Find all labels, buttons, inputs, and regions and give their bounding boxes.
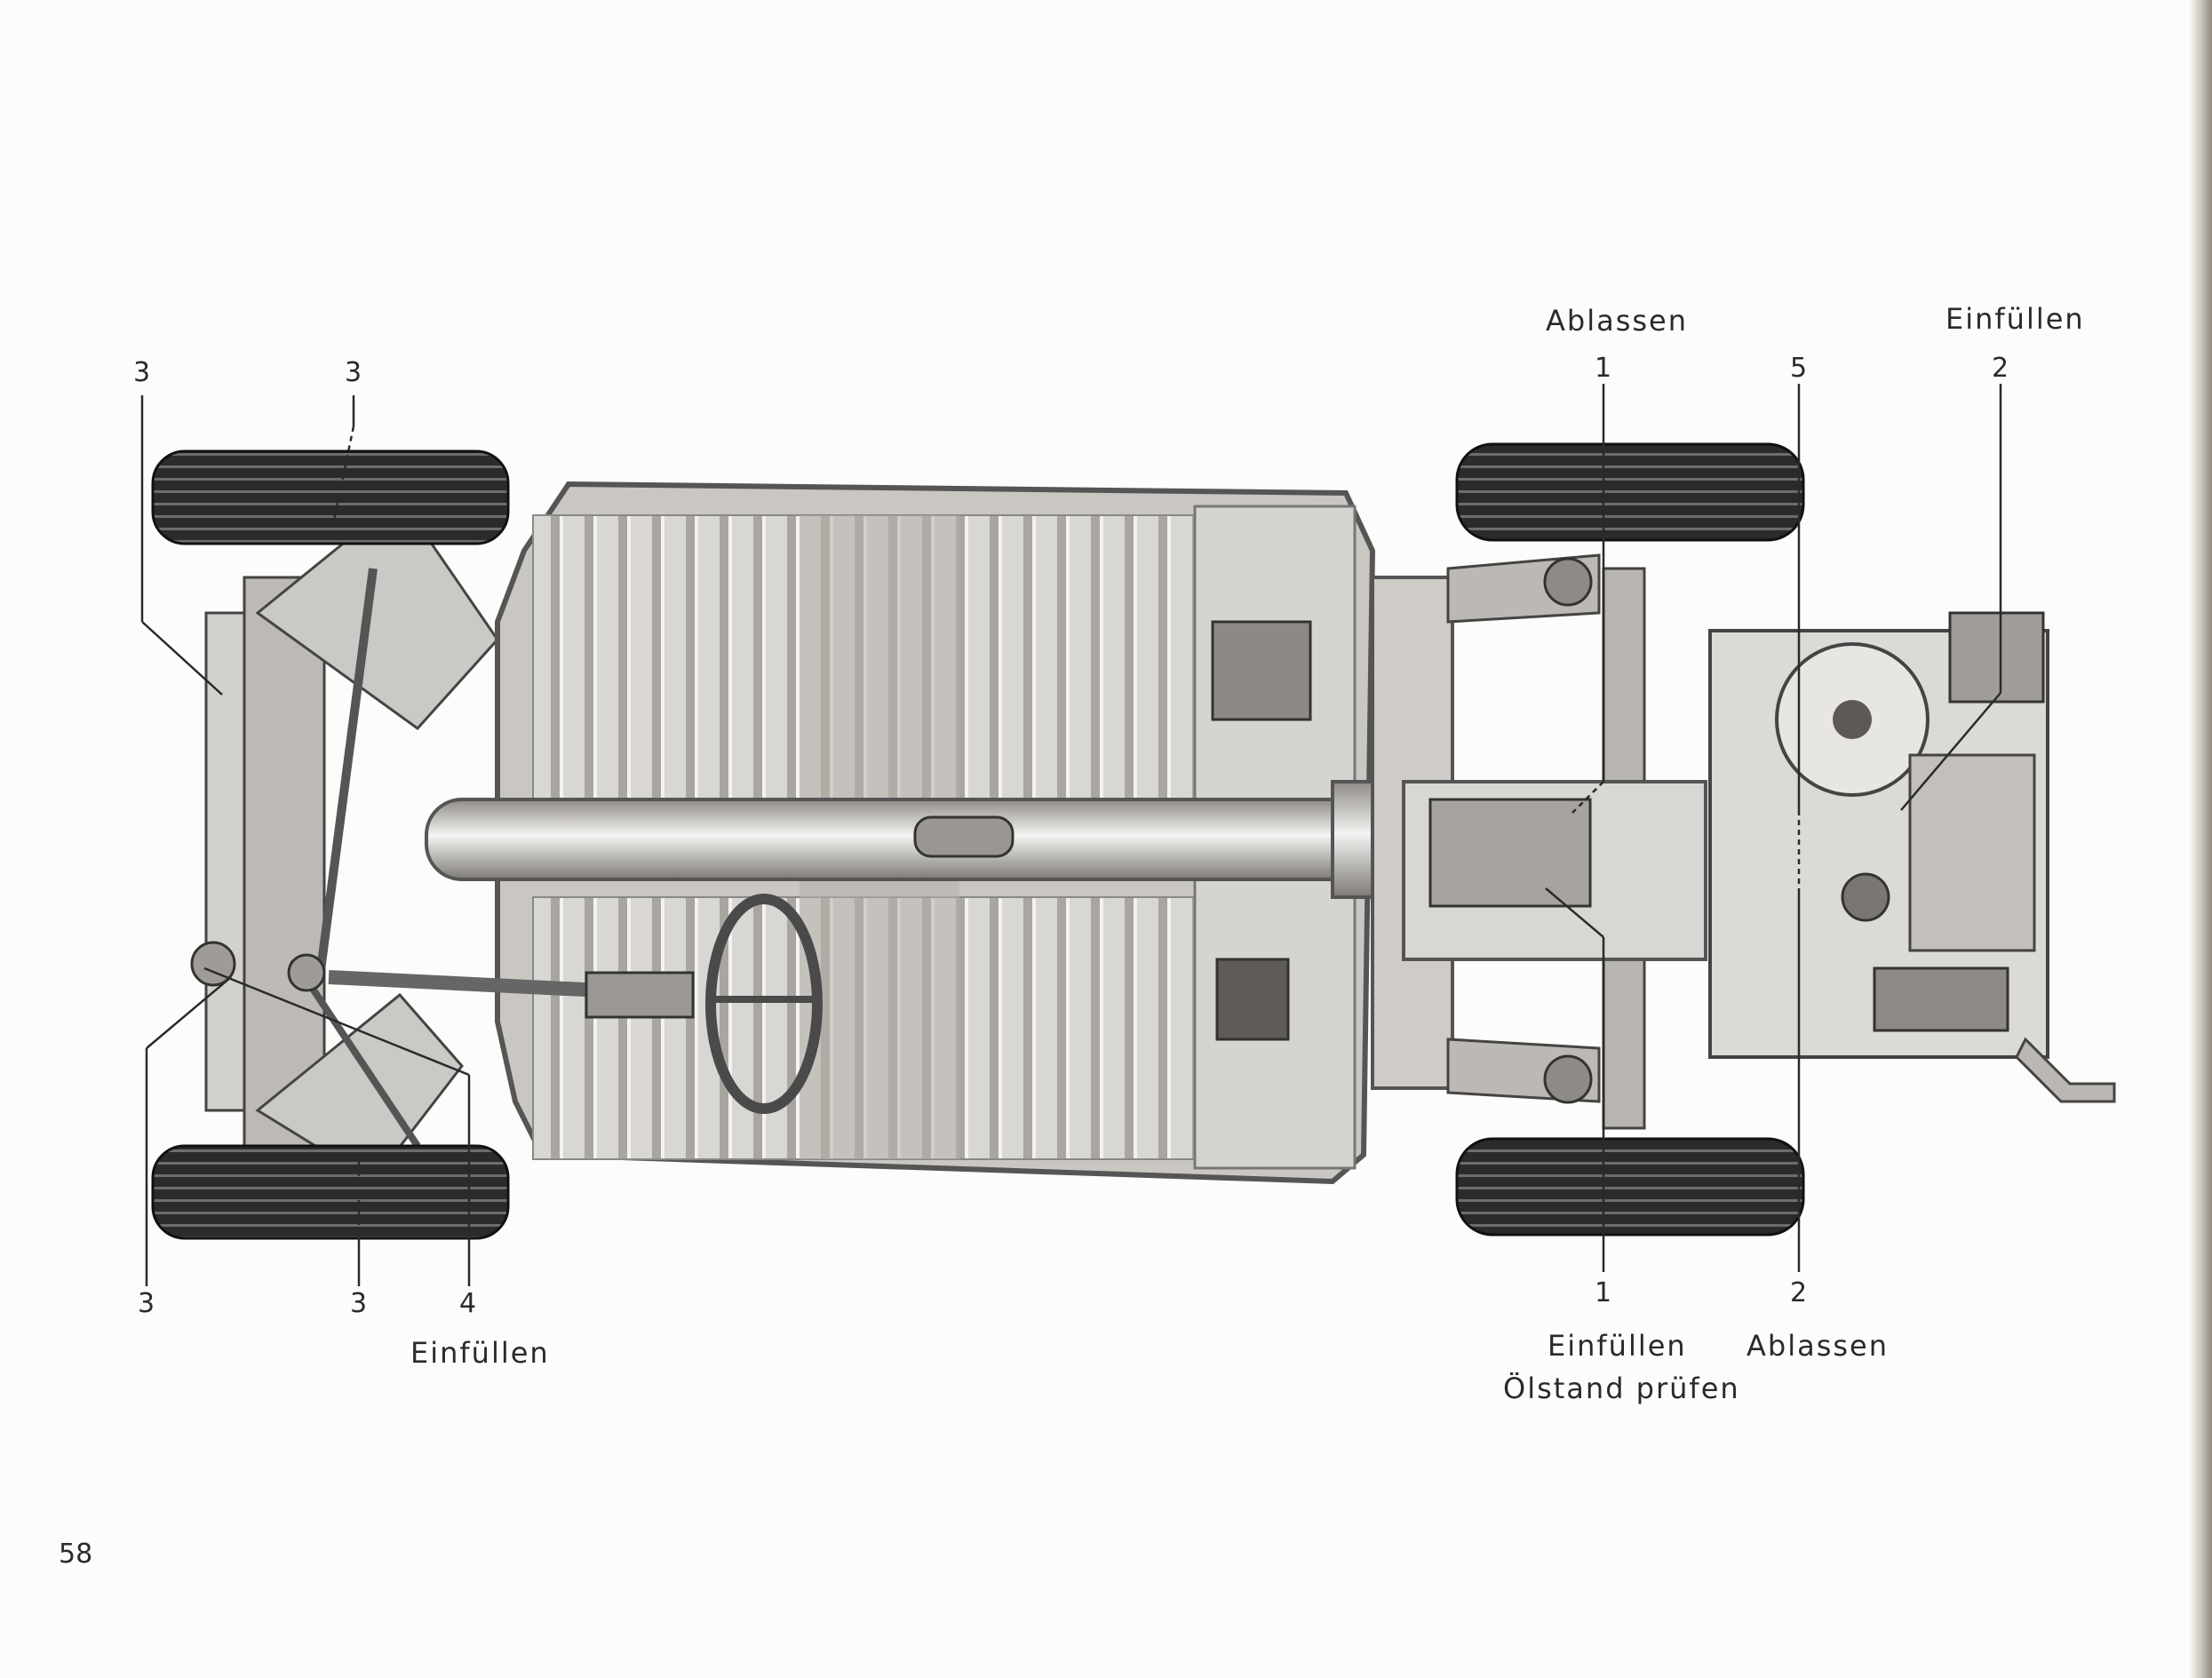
callout-3-front-top-left: 3 xyxy=(133,357,151,388)
callout-5: 5 xyxy=(1790,353,1808,384)
rear-suspension xyxy=(1371,553,1707,1130)
label-ablassen-bottom: Ablassen xyxy=(1747,1329,1890,1363)
label-ablassen-top: Ablassen xyxy=(1546,304,1689,338)
callout-3-front-top-mid: 3 xyxy=(345,357,362,388)
callout-3-front-bottom-mid: 3 xyxy=(350,1288,368,1319)
front-axle xyxy=(190,495,499,1183)
label-einfuellen-top: Einfüllen xyxy=(1945,302,2085,336)
label-einfuellen-bottom: Einfüllen xyxy=(1548,1329,1687,1363)
label-einfuellen-front: Einfüllen xyxy=(410,1336,550,1370)
callout-1-top: 1 xyxy=(1595,353,1612,384)
callout-4: 4 xyxy=(459,1288,477,1319)
callout-2-top: 2 xyxy=(1992,353,2009,384)
central-tunnel xyxy=(425,780,1450,899)
engine xyxy=(1708,611,2116,1103)
front-right-tire xyxy=(151,1144,510,1240)
page-number: 58 xyxy=(59,1539,93,1570)
rear-left-tire xyxy=(1455,442,1805,542)
callout-1-bottom: 1 xyxy=(1595,1277,1612,1308)
steering xyxy=(328,894,823,1114)
callout-2-bottom: 2 xyxy=(1790,1277,1808,1308)
front-left-tire xyxy=(151,449,510,545)
rear-right-tire xyxy=(1455,1137,1805,1237)
callout-3-front-bottom-left: 3 xyxy=(138,1288,155,1319)
label-oelstand-pruefen: Ölstand prüfen xyxy=(1503,1372,1740,1405)
leader-lines xyxy=(140,384,2002,1286)
page-gutter xyxy=(2189,0,2212,1678)
